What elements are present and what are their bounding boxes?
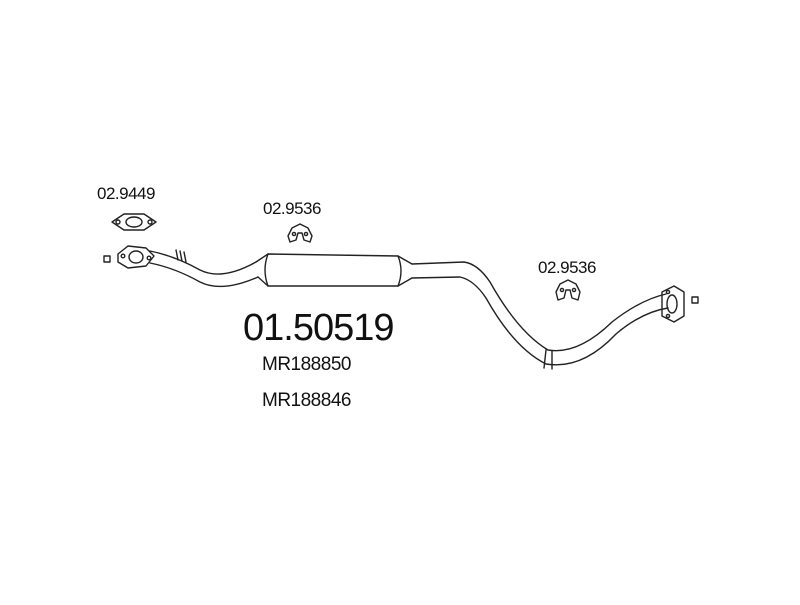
oem-number-2: MR188846 (262, 390, 351, 411)
outlet-flange (661, 285, 685, 323)
rubber-mount-2-drawing (555, 279, 581, 301)
gasket-part-drawing (111, 213, 157, 231)
rubber-mount-2-part-number: 02.9536 (538, 258, 596, 277)
tail-pipe (411, 261, 669, 370)
left-end-marker (103, 255, 111, 263)
gasket-part-number: 02.9449 (97, 184, 155, 203)
muffler-body (255, 253, 413, 287)
rubber-mount-1-drawing (287, 223, 313, 243)
main-part-number: 01.50519 (243, 307, 394, 349)
oem-number-1: MR188850 (262, 354, 351, 375)
right-end-marker (691, 296, 699, 304)
front-pipe (149, 249, 259, 288)
inlet-flange (117, 245, 155, 269)
rubber-mount-1-part-number: 02.9536 (263, 199, 321, 218)
